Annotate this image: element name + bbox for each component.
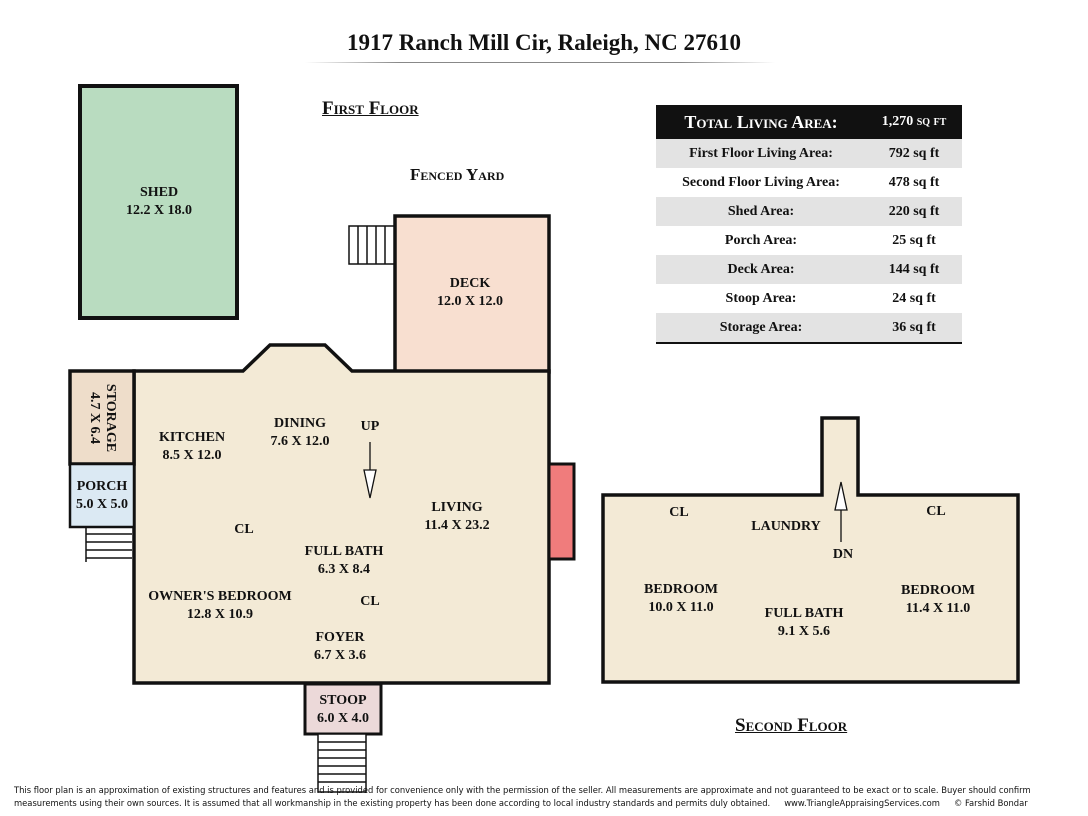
closet-marker: CL <box>234 522 254 537</box>
table-row: Deck Area: 144 sq ft <box>656 255 962 284</box>
fenced-yard-label: Fenced Yard <box>410 165 505 184</box>
second-floor-outline <box>601 416 1020 684</box>
page-title: 1917 Ranch Mill Cir, Raleigh, NC 27610 <box>347 30 741 55</box>
first-floor-label: First Floor <box>322 98 419 119</box>
copyright: © Farshid Bondar <box>953 798 1028 808</box>
table-row: Porch Area: 25 sq ft <box>656 226 962 255</box>
row-value: 36 sq ft <box>892 319 936 335</box>
second-floor-label: Second Floor <box>735 715 848 736</box>
area-table-header: Total Living Area: 1,270 sq ft <box>656 105 962 139</box>
total-living-area-label: Total Living Area: <box>684 111 838 132</box>
row-value: 220 sq ft <box>888 203 940 219</box>
room-label-laundry: LAUNDRY <box>751 519 821 534</box>
title-underline <box>305 62 775 63</box>
dn-marker: DN <box>832 547 854 562</box>
shed-room <box>78 84 239 320</box>
row-value: 24 sq ft <box>892 290 936 306</box>
table-row: Second Floor Living Area: 478 sq ft <box>656 168 962 197</box>
website-link[interactable]: www.TriangleAppraisingServices.com <box>784 798 940 808</box>
row-value: 792 sq ft <box>888 145 940 161</box>
row-label: Storage Area: <box>719 319 803 335</box>
deck-stairs <box>348 225 396 265</box>
porch-room <box>68 462 136 529</box>
row-label: First Floor Living Area: <box>689 145 833 161</box>
closet-marker: CL <box>669 505 689 520</box>
closet-marker: CL <box>926 504 946 519</box>
row-value: 478 sq ft <box>888 174 940 190</box>
row-label: Second Floor Living Area: <box>682 174 840 190</box>
row-label: Deck Area: <box>727 261 795 277</box>
row-label: Stoop Area: <box>725 290 797 306</box>
porch-stairs <box>85 527 132 562</box>
stoop-stairs <box>317 733 367 793</box>
table-row: Stoop Area: 24 sq ft <box>656 284 962 313</box>
storage-room <box>68 369 136 466</box>
row-value: 25 sq ft <box>892 232 936 248</box>
disclaimer: This floor plan is an approximation of e… <box>14 784 1078 810</box>
table-row: Shed Area: 220 sq ft <box>656 197 962 226</box>
row-value: 144 sq ft <box>888 261 940 277</box>
stairs-down-arrow <box>834 481 848 542</box>
area-table: Total Living Area: 1,270 sq ft First Flo… <box>656 105 962 344</box>
table-row: Storage Area: 36 sq ft <box>656 313 962 342</box>
first-floor-outline <box>132 343 551 685</box>
disclaimer-line-2: measurements using their own sources. It… <box>14 798 771 808</box>
disclaimer-line-1: This floor plan is an approximation of e… <box>14 785 1031 795</box>
closet-marker: CL <box>360 594 380 609</box>
row-label: Shed Area: <box>727 203 795 219</box>
total-living-area-value: 1,270 sq ft <box>881 114 947 129</box>
row-label: Porch Area: <box>724 232 798 248</box>
chimney <box>547 462 576 561</box>
table-row: First Floor Living Area: 792 sq ft <box>656 139 962 168</box>
up-marker: UP <box>360 419 380 434</box>
stairs-up-arrow <box>363 442 377 499</box>
